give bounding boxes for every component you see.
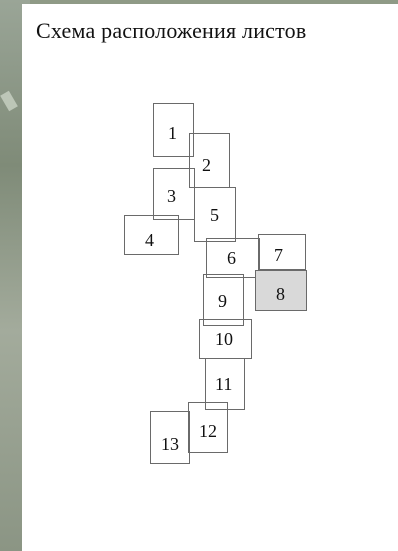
sheet-scheme: 1 2 3 4 5 6 7 8 9 10 11 bbox=[22, 4, 398, 551]
sheet-6[interactable]: 6 bbox=[206, 238, 260, 278]
sheet-number: 2 bbox=[202, 156, 211, 174]
sheet-4[interactable]: 4 bbox=[124, 215, 179, 255]
sheet-number: 4 bbox=[145, 231, 154, 249]
sheet-number: 10 bbox=[215, 330, 233, 348]
sheet-number: 11 bbox=[215, 375, 232, 393]
sheet-5[interactable]: 5 bbox=[194, 187, 236, 242]
sheet-8-selected[interactable]: 8 bbox=[255, 270, 307, 311]
sheet-number: 1 bbox=[168, 124, 177, 142]
sheet-number: 9 bbox=[218, 292, 227, 310]
sheet-1[interactable]: 1 bbox=[153, 103, 194, 157]
sheet-number: 5 bbox=[210, 206, 219, 224]
sheet-number: 3 bbox=[167, 187, 176, 205]
sheet-7[interactable]: 7 bbox=[258, 234, 306, 270]
sheet-13[interactable]: 13 bbox=[150, 411, 190, 464]
sheet-number: 6 bbox=[227, 249, 236, 267]
sheet-3[interactable]: 3 bbox=[153, 168, 195, 220]
sheet-number: 12 bbox=[199, 422, 217, 440]
sheet-number: 13 bbox=[161, 435, 179, 453]
sheet-10[interactable]: 10 bbox=[199, 319, 252, 359]
sheet-2[interactable]: 2 bbox=[189, 133, 230, 188]
sheet-12[interactable]: 12 bbox=[188, 402, 228, 453]
sheet-number: 8 bbox=[276, 285, 285, 303]
sheet-layout-panel: Схема расположения листов 1 2 3 4 5 6 7 … bbox=[22, 4, 398, 551]
sheet-number: 7 bbox=[274, 246, 283, 264]
